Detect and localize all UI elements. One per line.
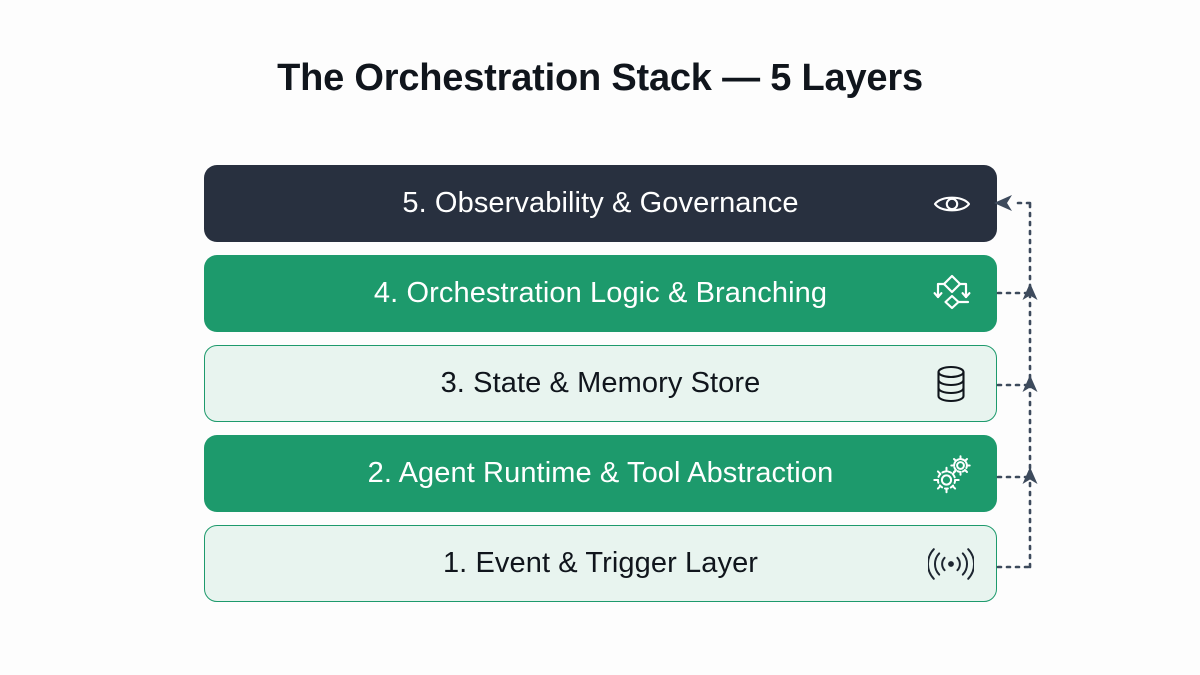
connector-arrow-up-4: [1022, 283, 1038, 300]
layer-stack: 5. Observability & Governance 4. Orchest…: [204, 165, 997, 602]
branching-flow-icon: [929, 271, 975, 317]
gears-icon: [929, 451, 975, 497]
layer-row-5[interactable]: 5. Observability & Governance: [204, 165, 997, 242]
layer-label-4: 4. Orchestration Logic & Branching: [373, 277, 828, 309]
layer-label-2: 2. Agent Runtime & Tool Abstraction: [367, 457, 834, 489]
layer-row-3[interactable]: 3. State & Memory Store: [204, 345, 997, 422]
layer-label-3: 3. State & Memory Store: [440, 367, 761, 399]
database-icon: [928, 361, 974, 407]
page-title: The Orchestration Stack — 5 Layers: [277, 57, 923, 99]
broadcast-signal-icon: [928, 541, 974, 587]
layer-label-5: 5. Observability & Governance: [402, 187, 799, 219]
layer-row-2[interactable]: 2. Agent Runtime & Tool Abstraction: [204, 435, 997, 512]
layer-label-1: 1. Event & Trigger Layer: [442, 547, 759, 579]
eye-icon: [929, 181, 975, 227]
layer-row-1[interactable]: 1. Event & Trigger Layer: [204, 525, 997, 602]
connector-arrow-up-2: [1022, 467, 1038, 484]
connector-arrow-up-3: [1022, 375, 1038, 392]
layer-row-4[interactable]: 4. Orchestration Logic & Branching: [204, 255, 997, 332]
